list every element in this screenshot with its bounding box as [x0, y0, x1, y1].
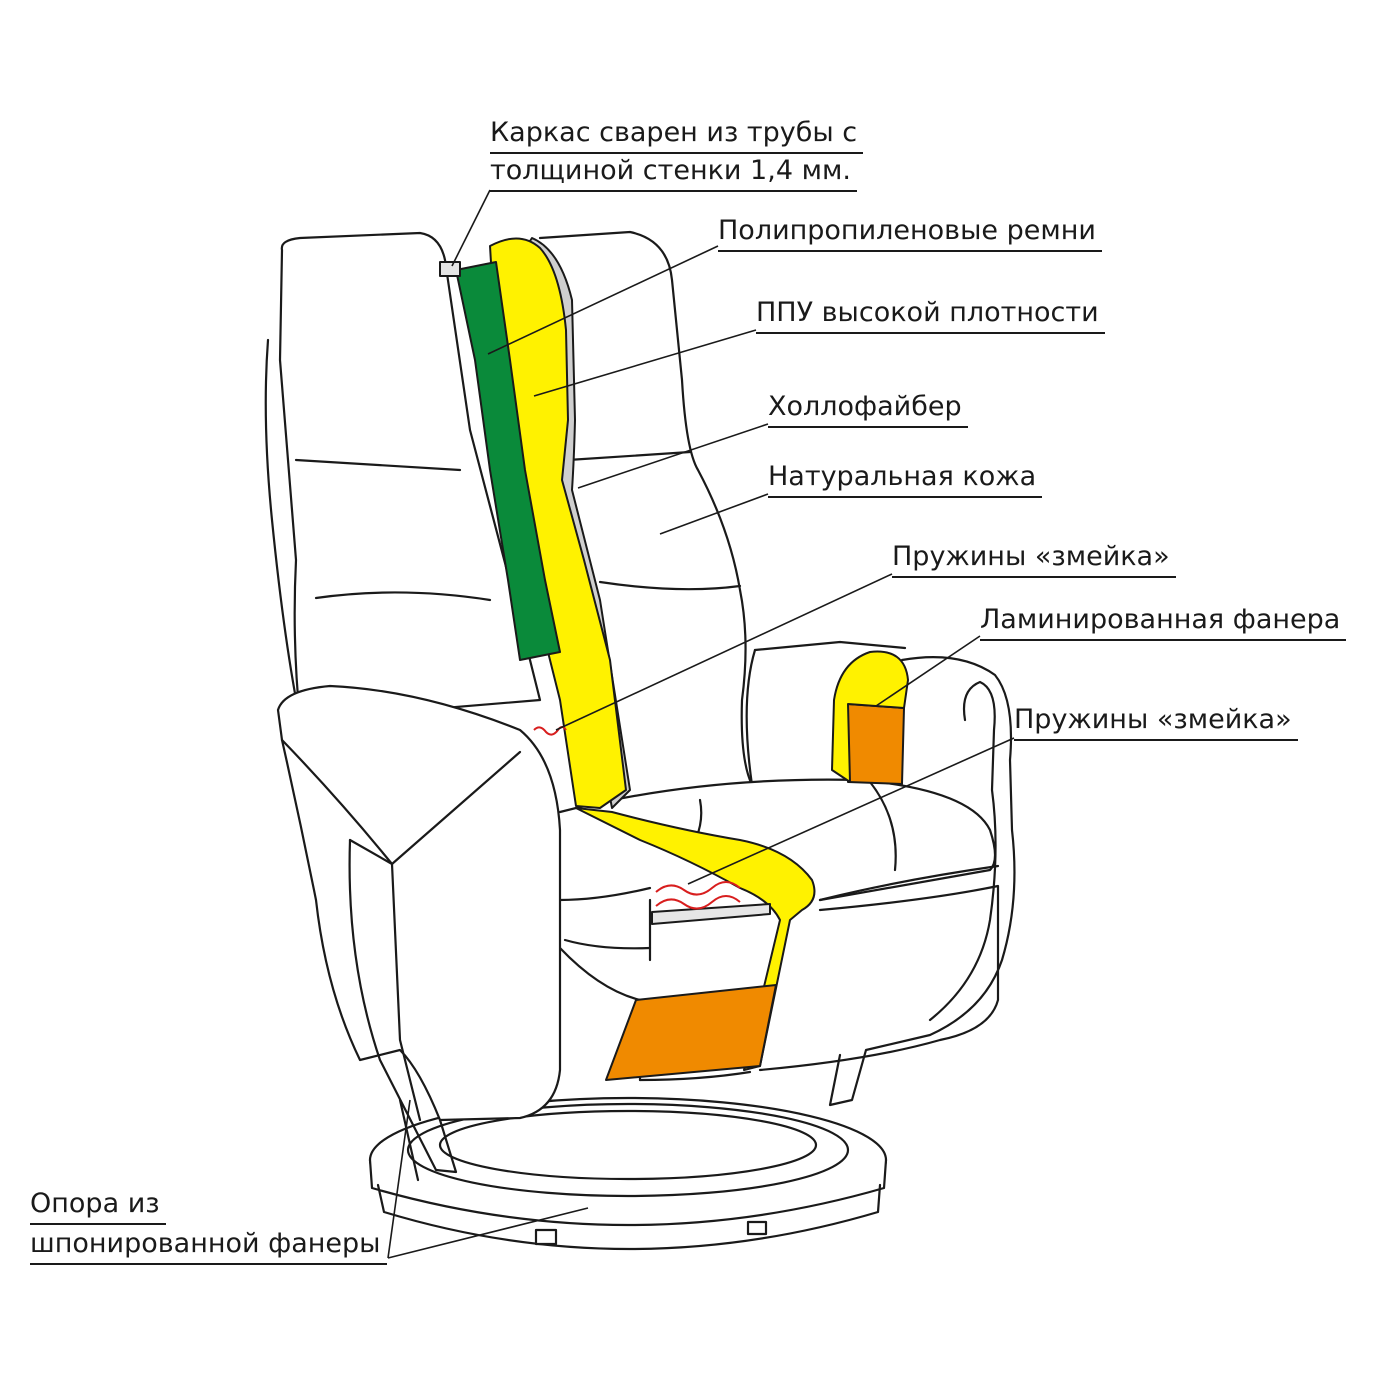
label-hollofiber: Холлофайбер [768, 388, 968, 428]
label-base-line2: шпонированной фанеры [30, 1225, 387, 1265]
plywood-seat [605, 984, 777, 1081]
label-base-line1: Опора из [30, 1185, 166, 1225]
plywood-arm [847, 703, 905, 785]
ppu-foam-seat [575, 807, 816, 1071]
swivel-base [368, 1096, 888, 1251]
label-springs-seat: Пружины «змейка» [1014, 701, 1298, 741]
label-springs-back: Пружины «змейка» [892, 538, 1176, 578]
frame-tube [439, 261, 461, 277]
leader-lines [387, 189, 1015, 1259]
seat-cushion [558, 778, 1000, 1082]
seat-frame-tube [651, 903, 771, 925]
backrest [264, 230, 754, 802]
spring-seat [655, 881, 741, 910]
label-ppu-foam: ППУ высокой плотности [756, 294, 1105, 334]
label-frame-line2: толщиной стенки 1,4 мм. [490, 152, 857, 192]
cutaway-layers [439, 237, 909, 1081]
ppu-foam-back [489, 237, 627, 809]
label-polypropylene-belts: Полипропиленовые ремни [718, 212, 1102, 252]
label-natural-leather: Натуральная кожа [768, 458, 1043, 498]
polypropylene-belts [455, 261, 561, 661]
label-laminated-plywood: Ламинированная фанера [980, 601, 1347, 641]
ppu-foam-arm [831, 650, 909, 783]
left-armrest [276, 684, 562, 1182]
label-frame-line1: Каркас сварен из трубы с [490, 114, 864, 154]
